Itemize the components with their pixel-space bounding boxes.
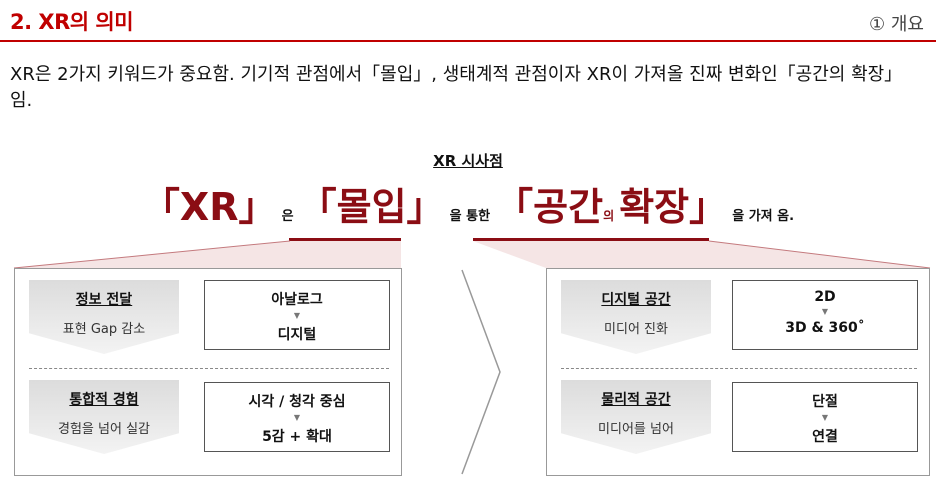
right-row2-change: 단절 ▼ 연결 [732,382,918,452]
down-triangle-icon: ▼ [821,307,829,316]
left-row2-change: 시각 / 청각 중심 ▼ 5감 + 확대 [204,382,390,452]
space-expansion-underline [473,238,709,241]
down-triangle-icon: ▼ [293,413,301,422]
section-label: ① 개요 [869,14,924,35]
left-row2-title: 통합적 경험 [69,392,139,408]
left-panel: 정보 전달 표현 Gap 감소 아날로그 ▼ 디지털 통합적 경험 경험을 넘어… [14,268,402,476]
left-row1-from: 아날로그 [271,292,323,308]
headline-immersion: 「몰입」 [298,185,445,229]
left-row2-from: 시각 / 청각 중심 [248,394,346,410]
headline-via: 을 통한 [449,209,491,224]
chevron-right-icon [461,269,501,475]
summary-title: XR 시사점 [433,152,503,170]
left-row2-label: 통합적 경험 경험을 넘어 실감 [29,380,179,454]
headline-ending: 을 가져 옴. [732,209,795,224]
headline-space: 「공간 [495,185,604,229]
right-row1-from: 2D [814,289,836,305]
page-title: 2. XR의 의미 [10,10,134,34]
right-row2-to: 연결 [812,429,838,445]
left-row1-subtitle: 표현 Gap 감소 [62,322,146,337]
right-panel: 디지털 공간 미디어 진화 2D ▼ 3D & 360˚ 물리적 공간 미디어를… [546,268,930,476]
right-row1-subtitle: 미디어 진화 [604,322,668,337]
headline-particle-eun: 은 [281,209,294,224]
left-row-divider [29,368,389,369]
right-row2-label: 물리적 공간 미디어를 넘어 [561,380,711,454]
right-row1-title: 디지털 공간 [601,292,671,308]
right-row2-subtitle: 미디어를 넘어 [598,422,674,437]
left-row1-title: 정보 전달 [75,292,133,308]
intro-paragraph: XR은 2가지 키워드가 중요함. 기기적 관점에서「몰입」, 생태계적 관점이… [10,64,903,111]
left-row1-label: 정보 전달 표현 Gap 감소 [29,280,179,354]
left-trapezoid [14,241,401,268]
headline-expansion: 확장」 [619,185,728,229]
right-row-divider [561,368,917,369]
header-divider [0,40,936,42]
down-triangle-icon: ▼ [821,413,829,422]
headline: 「XR」 은 「몰입」 을 통한 「공간의 확장」 을 가져 옴. [0,176,936,231]
left-row1-to: 디지털 [277,327,317,343]
headline-xr: 「XR」 [141,185,277,229]
left-row2-subtitle: 경험을 넘어 실감 [58,422,150,437]
right-trapezoid [473,241,930,268]
right-row2-title: 물리적 공간 [601,392,671,408]
immersion-underline [289,238,401,241]
right-row1-change: 2D ▼ 3D & 360˚ [732,280,918,350]
right-row1-to: 3D & 360˚ [785,320,865,336]
down-triangle-icon: ▼ [293,311,301,320]
headline-particle-ui: 의 [603,209,615,223]
left-row1-change: 아날로그 ▼ 디지털 [204,280,390,350]
right-row2-from: 단절 [812,394,838,410]
left-row2-to: 5감 + 확대 [262,429,332,445]
right-row1-label: 디지털 공간 미디어 진화 [561,280,711,354]
